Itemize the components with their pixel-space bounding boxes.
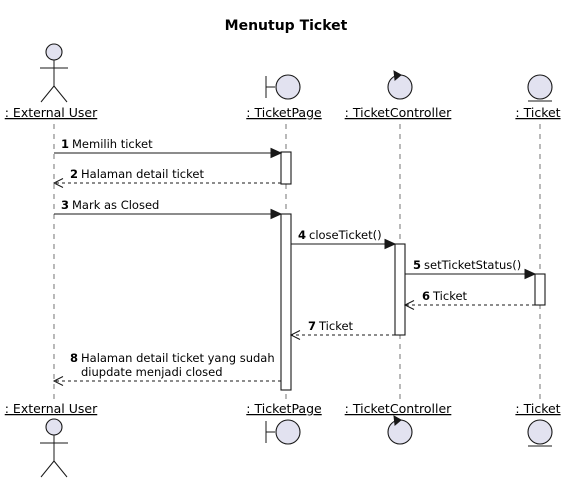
message-label: Halaman detail ticket	[81, 167, 204, 181]
message-label: diupdate menjadi closed	[81, 365, 223, 379]
entity-icon-bottom	[527, 419, 553, 447]
participant-label-ticket-bottom: : Ticket	[515, 401, 560, 416]
participant-label-ticketcontroller-top: : TicketController	[345, 105, 453, 120]
message-label: Mark as Closed	[72, 198, 159, 212]
message-number: 5	[413, 258, 421, 272]
entity-icon-top	[527, 74, 553, 102]
participant-label-ticket-top: : Ticket	[515, 105, 560, 120]
participant-label-ticketpage-top: : TicketPage	[246, 105, 322, 120]
participant-label-external-user-bottom: : External User	[5, 401, 98, 416]
activation-ticketpage-1	[280, 151, 292, 185]
message-label: Halaman detail ticket yang sudah	[81, 351, 275, 365]
participant-label-external-user-top: : External User	[5, 105, 98, 120]
diagram-title: Menutup Ticket	[225, 18, 348, 34]
control-icon-top	[387, 70, 413, 100]
actor-icon-bottom	[40, 418, 68, 478]
message-label: setTicketStatus()	[424, 258, 521, 272]
message-number: 7	[308, 319, 316, 333]
boundary-icon-bottom	[265, 419, 301, 445]
actor-icon-top	[40, 43, 68, 103]
participant-label-ticketpage-bottom: : TicketPage	[246, 401, 322, 416]
message-label: Memilih ticket	[72, 137, 153, 151]
message-number: 1	[61, 137, 69, 151]
participant-label-ticketcontroller-bottom: : TicketController	[345, 401, 453, 416]
message-number: 3	[61, 198, 69, 212]
message-number: 4	[298, 228, 306, 242]
message-number: 8	[70, 351, 78, 365]
boundary-icon-top	[265, 74, 301, 100]
message-label: Ticket	[432, 289, 468, 303]
activation-ticketpage-2	[280, 213, 292, 391]
activation-ticket	[534, 273, 546, 306]
message-number: 2	[70, 167, 78, 181]
control-icon-bottom	[387, 415, 413, 445]
message-number: 6	[422, 289, 430, 303]
message-label: Ticket	[318, 319, 354, 333]
message-label: closeTicket()	[309, 228, 382, 242]
activation-ticketcontroller	[394, 243, 406, 336]
